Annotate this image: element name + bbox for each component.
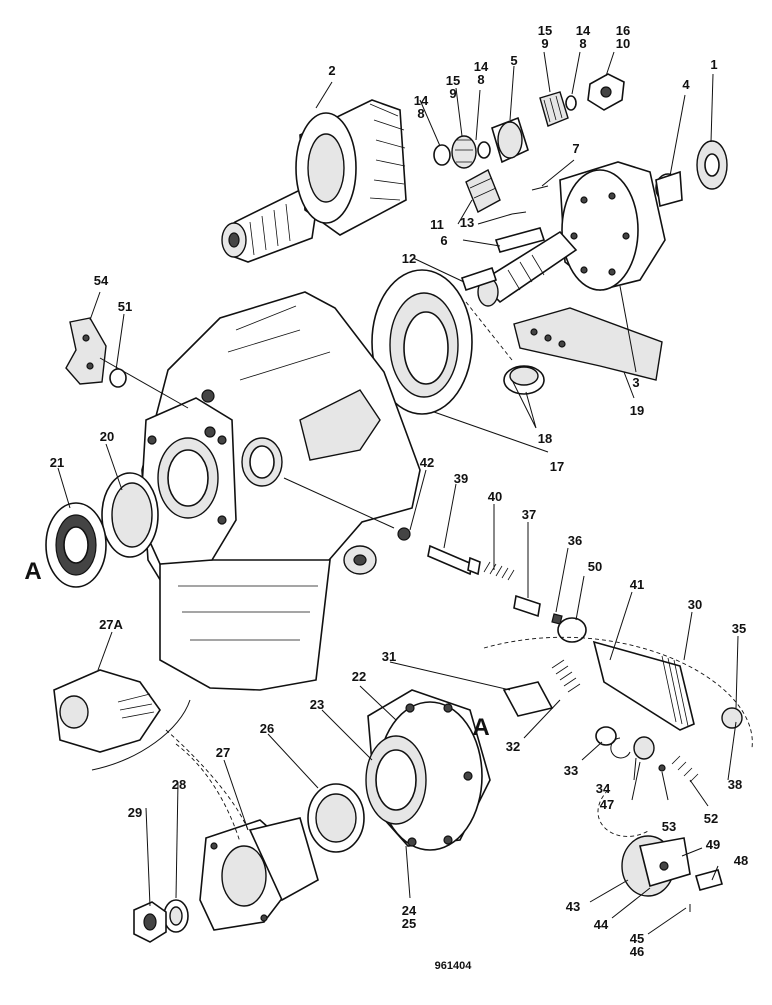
part-54-bracket xyxy=(65,317,189,409)
label-40: 40 xyxy=(487,489,503,504)
label-16-10: 16 10 xyxy=(612,24,634,50)
part-27-flange xyxy=(165,729,319,931)
label-37: 37 xyxy=(521,507,537,522)
part-17-seal xyxy=(371,269,473,415)
label-31: 31 xyxy=(381,649,397,664)
part-2-gear-drum xyxy=(221,99,407,263)
label-48: 48 xyxy=(733,853,749,868)
leader-lines xyxy=(57,51,739,935)
spool-parts xyxy=(502,659,699,837)
label-22: 22 xyxy=(351,669,367,684)
label-15: 15 xyxy=(445,73,461,88)
label-14-8-left: 14 8 xyxy=(410,94,432,120)
label-39: 39 xyxy=(453,471,469,486)
label-14: 14 xyxy=(575,23,591,38)
label-8: 8 xyxy=(417,106,425,121)
figure-reference-number: 961404 xyxy=(434,960,472,972)
part-20-ring xyxy=(101,472,159,558)
part-1-thrust-washer xyxy=(696,140,728,190)
label-5: 5 xyxy=(510,53,518,68)
label-47: 47 xyxy=(599,797,615,812)
label-10: 10 xyxy=(615,36,631,51)
label-21: 21 xyxy=(49,455,65,470)
label-24-25: 24 25 xyxy=(398,904,420,930)
label-41: 41 xyxy=(629,577,645,592)
label-42: 42 xyxy=(419,455,435,470)
label-26: 26 xyxy=(259,721,275,736)
label-19: 19 xyxy=(629,403,645,418)
label-14: 14 xyxy=(413,93,429,108)
label-11: 11 xyxy=(430,217,444,232)
label-13: 13 xyxy=(459,215,475,230)
label-2: 2 xyxy=(328,63,336,78)
label-30: 30 xyxy=(687,597,703,612)
label-34: 34 xyxy=(595,781,611,796)
part-28-washer xyxy=(163,899,189,933)
part-18-bearing xyxy=(465,301,545,395)
label-53: 53 xyxy=(661,819,677,834)
label-9: 9 xyxy=(541,36,549,51)
label-15: 15 xyxy=(537,23,553,38)
label-9: 9 xyxy=(449,86,457,101)
label-15-9-left: 15 9 xyxy=(442,74,464,100)
label-35: 35 xyxy=(731,621,747,636)
label-54: 54 xyxy=(93,273,109,288)
label-7: 7 xyxy=(572,141,580,156)
label-38: 38 xyxy=(727,777,743,792)
label-14-8-right: 14 8 xyxy=(572,24,594,50)
valve-stack xyxy=(427,544,753,749)
label-51: 51 xyxy=(117,299,133,314)
part-21-bearing xyxy=(45,502,107,588)
part-27A-yoke xyxy=(53,669,191,771)
label-29: 29 xyxy=(127,805,143,820)
label-45: 45 xyxy=(629,931,645,946)
section-marker-a-right: A xyxy=(472,714,490,741)
gear-set-upper xyxy=(433,73,625,213)
main-housing xyxy=(139,291,421,691)
label-28: 28 xyxy=(171,777,187,792)
label-46: 46 xyxy=(629,944,645,959)
label-49: 49 xyxy=(705,837,721,852)
label-18: 18 xyxy=(537,431,553,446)
label-32: 32 xyxy=(505,739,521,754)
label-6: 6 xyxy=(440,233,448,248)
label-16: 16 xyxy=(615,23,631,38)
label-8: 8 xyxy=(477,72,485,87)
label-8: 8 xyxy=(579,36,587,51)
label-1: 1 xyxy=(710,57,718,72)
label-17: 17 xyxy=(549,459,565,474)
label-27A: 27A xyxy=(99,617,123,632)
label-4: 4 xyxy=(682,77,690,92)
label-14: 14 xyxy=(473,59,489,74)
label-12: 12 xyxy=(401,251,417,266)
part-26-bearing xyxy=(307,783,365,853)
label-15-9-right: 15 9 xyxy=(534,24,556,50)
part-19-plate xyxy=(513,307,663,381)
section-marker-a-left: A xyxy=(24,558,42,585)
label-3: 3 xyxy=(632,375,640,390)
label-52: 52 xyxy=(703,811,719,826)
part-22-flange-housing xyxy=(365,689,491,851)
label-45-46: 45 46 xyxy=(626,932,648,958)
label-23: 23 xyxy=(309,697,325,712)
label-20: 20 xyxy=(99,429,115,444)
cover-assembly xyxy=(621,835,723,912)
label-25: 25 xyxy=(401,916,417,931)
label-44: 44 xyxy=(593,917,609,932)
part-29-nut xyxy=(133,901,167,943)
label-14-8-mid: 14 8 xyxy=(470,60,492,86)
pins xyxy=(460,185,549,292)
label-50: 50 xyxy=(587,559,603,574)
label-43: 43 xyxy=(565,899,581,914)
label-27: 27 xyxy=(215,745,231,760)
label-24: 24 xyxy=(401,903,417,918)
label-33: 33 xyxy=(563,763,579,778)
label-36: 36 xyxy=(567,533,583,548)
part-3-drum xyxy=(477,161,683,307)
